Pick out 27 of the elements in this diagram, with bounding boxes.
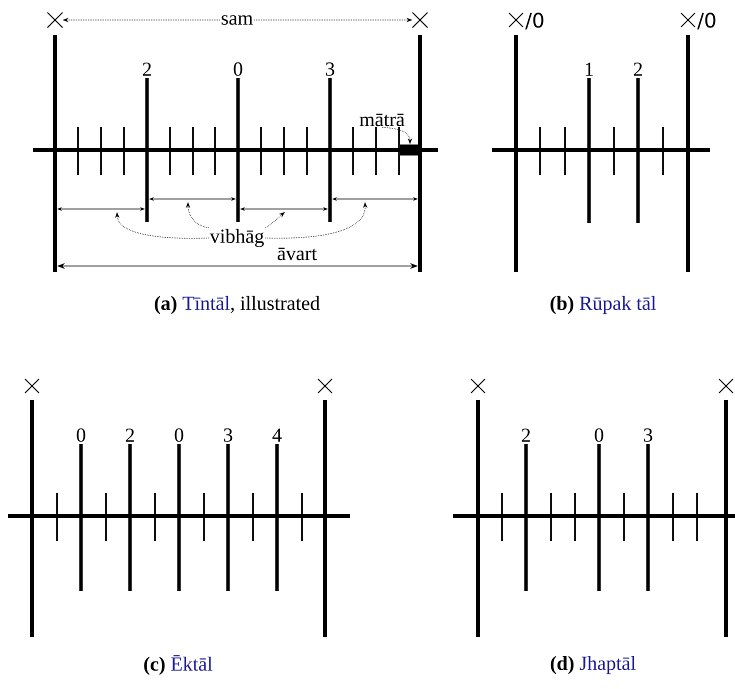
beat-number: 1 (586, 62, 593, 76)
cross-mark (412, 12, 428, 28)
leader-line (265, 212, 285, 228)
beat-number: 3 (326, 62, 334, 76)
leader-label: mātrā (360, 114, 404, 126)
beat-number: 2 (634, 62, 642, 76)
beat-number: 0 (234, 62, 242, 76)
beat-label: /0 (697, 12, 716, 30)
beat-number: 2 (126, 428, 134, 442)
beat-number: 0 (594, 428, 604, 442)
leader-label: vibhāg (210, 228, 264, 248)
beat-number: 3 (224, 428, 232, 442)
beat-label: /0 (525, 12, 544, 30)
subfigure-caption: (d) Jhaptāl (550, 656, 636, 674)
beat-number: 4 (272, 428, 282, 442)
beat-number: 0 (76, 428, 86, 442)
beat-number: 0 (174, 428, 184, 442)
subfigure-caption: (a) Tīntāl, illustrated (154, 296, 320, 314)
beat-number: 2 (142, 62, 151, 76)
subfigure-caption: (c) Ēktāl (144, 655, 212, 675)
subfigure-caption: (b) Rūpak tāl (550, 296, 656, 314)
beat-number: 3 (644, 428, 652, 442)
dimension-label: āvart (278, 248, 317, 260)
matra-block (400, 144, 420, 156)
cross-mark (46, 12, 64, 28)
leader-label: sam (222, 15, 253, 25)
beat-number: 2 (522, 428, 530, 442)
